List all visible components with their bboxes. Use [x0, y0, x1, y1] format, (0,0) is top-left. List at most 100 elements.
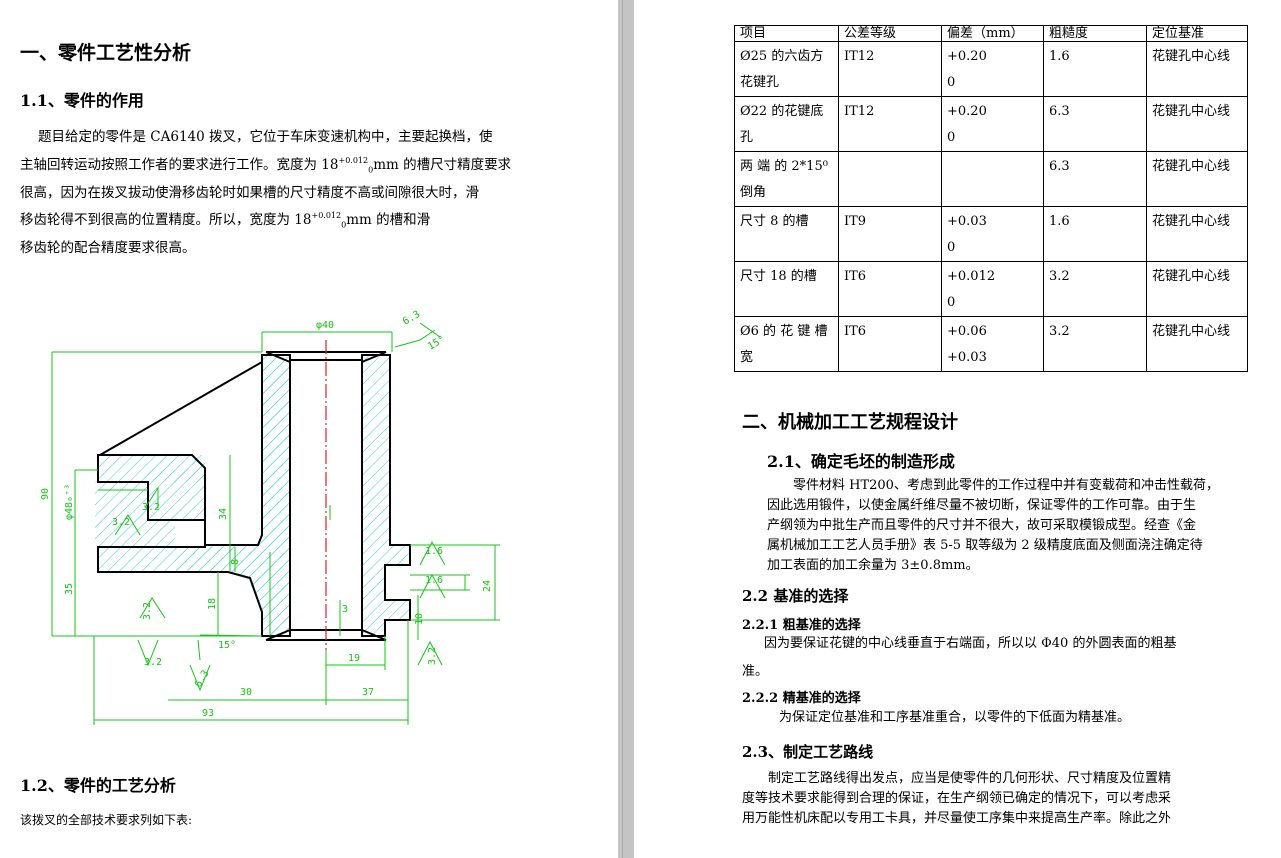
table-cell: +0.20 0 — [941, 41, 1044, 97]
table-cell: Ø6 的 花 键 槽 宽 — [734, 316, 839, 372]
table-cell: 花键孔中心线 — [1146, 206, 1248, 262]
table-row: Ø22 的花键底 孔 IT12 +0.20 0 6.3 花键孔中心线 — [734, 96, 1248, 152]
subsection-heading-2-2: 2.2 基准的选择 — [742, 587, 849, 605]
hatched-body-right — [361, 354, 411, 637]
table-header-cell: 粗糙度 — [1043, 25, 1147, 42]
table-cell: 6.3 — [1043, 151, 1147, 207]
dim-label: 37 — [362, 687, 374, 698]
paragraph-2-1: 零件材料 HT200、考虑到此零件的工作过程中并有变载荷和冲击性载荷， 因此选用… — [767, 476, 1237, 576]
left-page: 一、零件工艺性分析 1.1、零件的作用 题目给定的零件是 CA6140 拨叉，它… — [0, 0, 618, 858]
roughness-label: 3.2 — [427, 647, 438, 665]
dim-label: 90 — [40, 488, 51, 500]
table-cell: IT9 — [838, 206, 942, 262]
hatched-body-left — [97, 354, 291, 637]
para-line: 制定工艺路线得出发点，应当是使零件的几何形状、尺寸精度及位置精 — [768, 771, 1172, 786]
para-line: 因为要保证花键的中心线垂直于右端面，所以以 Φ40 的外圆表面的粗基 — [764, 636, 1177, 651]
table-header-cell: 定位基准 — [1146, 25, 1248, 42]
table-cell: 花键孔中心线 — [1146, 96, 1248, 152]
para-line: 很高，因为在拨叉拔动使滑移齿轮时如果槽的尺寸精度不高或间隙很大时，滑 — [20, 185, 479, 201]
roughness-label: 1.6 — [425, 575, 443, 586]
table-cell: +0.20 0 — [941, 96, 1044, 152]
table-header-cell: 项目 — [734, 25, 839, 42]
dim-label: 10 — [414, 613, 425, 625]
para-line: 度等技术要求能得到合理的保证，在生产纲领已确定的情况下，可以考虑采 — [742, 791, 1172, 806]
section-heading-1: 一、零件工艺性分析 — [20, 42, 192, 64]
para-line: 用万能性机床配以专用工卡具，并尽量使工序集中来提高生产率。除此之外 — [742, 811, 1172, 826]
table-cell: 6.3 — [1043, 96, 1147, 152]
dim-label: φ48₀⁺³ — [64, 484, 75, 520]
table-cell: IT12 — [838, 41, 942, 97]
table-cell — [941, 151, 1044, 207]
para-line: 零件材料 HT200、考虑到此零件的工作过程中并有变载荷和冲击性载荷， — [793, 478, 1219, 493]
part-drawing: φ40 6.3 15° 90 φ48₀⁺³ 3.2 3.2 34 35 8 3.… — [40, 309, 500, 725]
para-line: 移齿轮得不到很高的位置精度。所以，宽度为 18+0.0120mm 的槽和滑 — [20, 211, 431, 230]
subsection-heading-1-2: 1.2、零件的工艺分析 — [20, 776, 176, 795]
requirements-table: 项目 公差等级 偏差（mm） 粗糙度 定位基准 Ø25 的六齿方 花键孔 IT1… — [734, 25, 1248, 372]
table-cell: IT6 — [838, 261, 942, 317]
dim-label: 8 — [230, 559, 241, 565]
dim-label: 93 — [202, 708, 214, 719]
subsubsection-heading-2-2-2: 2.2.2 精基准的选择 — [742, 691, 861, 706]
table-row: 尺寸 8 的槽 IT9 +0.03 0 1.6 花键孔中心线 — [734, 206, 1248, 262]
para-line: 产纲领为中批生产而且零件的尺寸并不很大，故可采取模锻成型。经查《金 — [767, 518, 1197, 533]
dim-label: 18 — [207, 598, 218, 610]
para-line: 加工表面的加工余量为 3±0.8mm。 — [767, 558, 979, 573]
para-line: 准。 — [742, 664, 769, 679]
table-cell: IT12 — [838, 96, 942, 152]
dim-label: 19 — [348, 653, 360, 664]
table-cell: 花键孔中心线 — [1146, 41, 1248, 97]
angle-label: 15° — [426, 334, 447, 353]
dim-label: 34 — [218, 508, 229, 520]
table-cell: 花键孔中心线 — [1146, 261, 1248, 317]
para-line: 移齿轮的配合精度要求很高。 — [20, 240, 196, 256]
right-page: 项目 公差等级 偏差（mm） 粗糙度 定位基准 Ø25 的六齿方 花键孔 IT1… — [634, 0, 1281, 858]
table-cell: +0.012 0 — [941, 261, 1044, 317]
roughness-label: 3.2 — [142, 602, 153, 620]
table-cell: Ø25 的六齿方 花键孔 — [734, 41, 839, 97]
table-cell: IT6 — [838, 316, 942, 372]
table-row: Ø6 的 花 键 槽 宽 IT6 +0.06 +0.03 3.2 花键孔中心线 — [734, 316, 1248, 372]
roughness-label: 3.2 — [142, 502, 160, 513]
roughness-label: 3.2 — [112, 517, 130, 528]
para-line: 主轴回转运动按照工作者的要求进行工作。宽度为 18+0.0120mm 的槽尺寸精… — [20, 156, 512, 175]
roughness-label: 3.2 — [144, 657, 162, 668]
table-cell — [838, 151, 942, 207]
roughness-label: 6.3 — [401, 309, 422, 328]
para-line: 因此选用锻件，以使金属纤维尽量不被切断，保证零件的工作可靠。由于生 — [767, 498, 1197, 513]
table-row: 两 端 的 2*15⁰ 倒角 6.3 花键孔中心线 — [734, 151, 1248, 207]
table-cell: 尺寸 18 的槽 — [734, 261, 839, 317]
angle-label: 15° — [218, 640, 236, 651]
subsubsection-heading-2-2-1: 2.2.1 粗基准的选择 — [742, 618, 861, 633]
dim-label: 3 — [342, 604, 348, 615]
table-cell: +0.06 +0.03 — [941, 316, 1044, 372]
para-line: 属机械加工工艺人员手册》表 5-5 取等级为 2 级精度底面及侧面浇注确定待 — [767, 538, 1203, 553]
table-cell: Ø22 的花键底 孔 — [734, 96, 839, 152]
roughness-label: 1.6 — [425, 546, 443, 557]
table-cell: 1.6 — [1043, 206, 1147, 262]
table-header-cell: 偏差（mm） — [941, 25, 1044, 42]
page-gutter — [618, 0, 634, 858]
para-line: 为保证定位基准和工序基准重合，以零件的下低面为精基准。 — [779, 710, 1131, 725]
para-line: 该拨叉的全部技术要求列如下表: — [20, 813, 193, 827]
table-cell: 3.2 — [1043, 316, 1147, 372]
table-header-row: 项目 公差等级 偏差（mm） 粗糙度 定位基准 — [734, 25, 1248, 42]
table-cell: 花键孔中心线 — [1146, 151, 1248, 207]
section-heading-2: 二、机械加工工艺规程设计 — [742, 412, 958, 433]
table-cell: 1.6 — [1043, 41, 1147, 97]
subsection-heading-2-3: 2.3、制定工艺路线 — [742, 743, 874, 761]
dim-label: 24 — [482, 580, 493, 592]
table-cell: 尺寸 8 的槽 — [734, 206, 839, 262]
table-cell: 花键孔中心线 — [1146, 316, 1248, 372]
table-header-cell: 公差等级 — [838, 25, 942, 42]
subsection-heading-2-1: 2.1、确定毛坯的制造形成 — [767, 452, 955, 471]
para-line: 题目给定的零件是 CA6140 拨叉，它位于车床变速机构中，主要起换档，使 — [38, 129, 493, 145]
paragraph-2-3: 制定工艺路线得出发点，应当是使零件的几何形状、尺寸精度及位置精 度等技术要求能得… — [742, 769, 1242, 829]
roughness-label: 6.3 — [193, 668, 212, 689]
table-cell: 3.2 — [1043, 261, 1147, 317]
table-row: 尺寸 18 的槽 IT6 +0.012 0 3.2 花键孔中心线 — [734, 261, 1248, 317]
table-cell: 两 端 的 2*15⁰ 倒角 — [734, 151, 839, 207]
table-cell: +0.03 0 — [941, 206, 1044, 262]
dim-label: φ40 — [316, 320, 334, 331]
dim-label: 30 — [240, 687, 252, 698]
table-row: Ø25 的六齿方 花键孔 IT12 +0.20 0 1.6 花键孔中心线 — [734, 41, 1248, 97]
